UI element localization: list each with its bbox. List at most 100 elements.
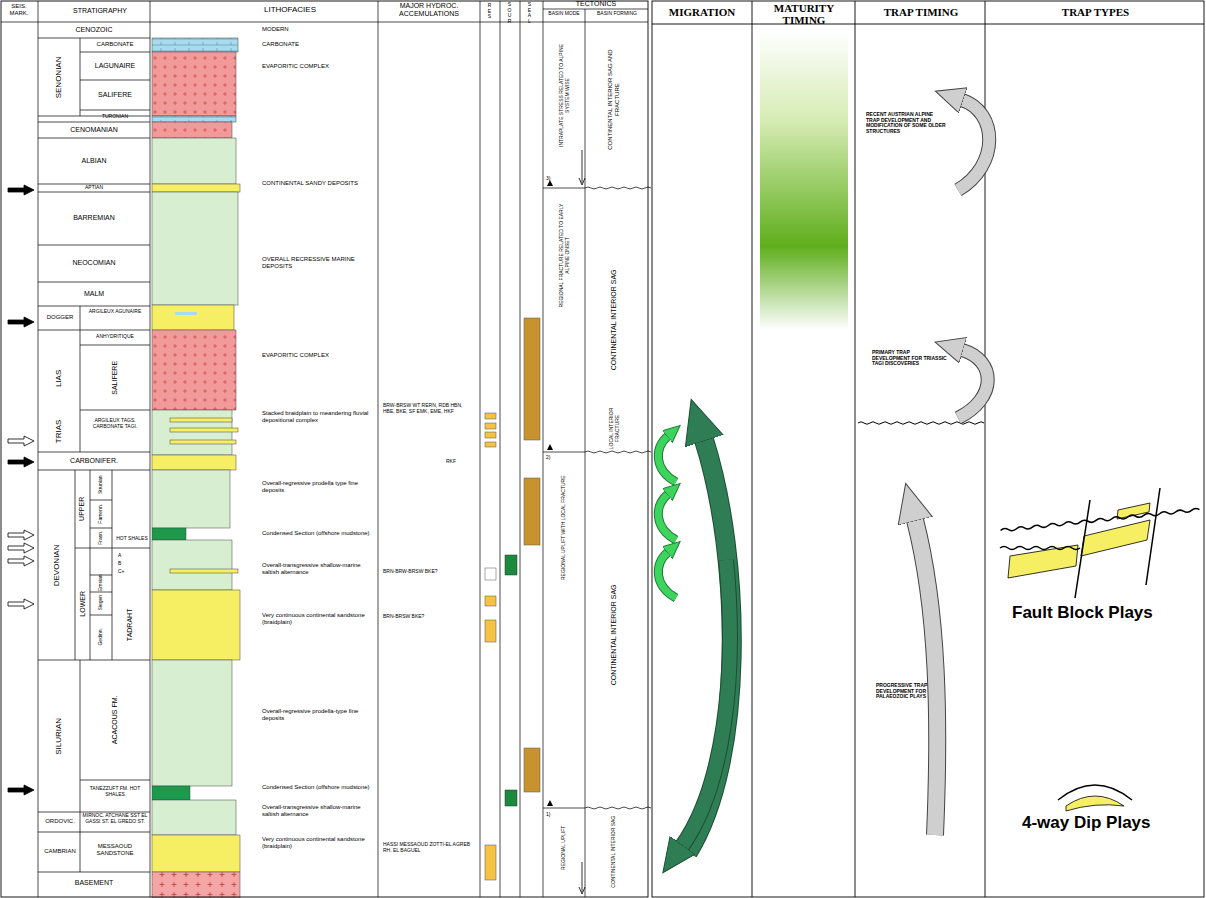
unconformity-line — [585, 187, 651, 189]
reservoir-bar — [485, 442, 496, 447]
table-label: MATURITY TIMING — [754, 2, 854, 26]
grid-line — [38, 330, 150, 331]
table-label: ARGILEUX TAGS. CARBONATE TAGI. — [82, 418, 148, 429]
reservoir-bar — [485, 413, 496, 419]
reservoir-bed — [1066, 796, 1124, 811]
grid-line — [90, 592, 112, 593]
grid-line — [80, 306, 81, 330]
lithology-bed — [152, 528, 186, 540]
table-label: DOGGER — [40, 314, 80, 321]
table-label: CONTINENTAL SANDY DEPOSITS — [262, 180, 362, 187]
table-label: PROGRESSIVE TRAP DEVELOPMENT FOR PALAEOZ… — [876, 683, 934, 700]
rotated-label: UPPER — [78, 474, 86, 544]
grid-line — [38, 660, 150, 661]
seismic-marker — [8, 457, 34, 467]
rotated-label: LOCAL INTERIOR FRACTURE — [609, 406, 620, 450]
lithology-bed — [152, 330, 236, 410]
source-bar — [505, 555, 517, 575]
table-label: CENOMANIAN — [40, 126, 148, 134]
seismic-marker — [8, 530, 34, 540]
reservoir-bar — [485, 432, 496, 438]
column-line — [855, 1, 856, 897]
rotated-label: Emsian — [98, 568, 104, 598]
lithology-bed — [152, 660, 232, 786]
table-label: RES — [487, 3, 492, 20]
grid-line — [80, 52, 150, 53]
migration-arrow-edge — [658, 552, 676, 598]
seismic-marker — [8, 785, 34, 795]
table-label: Overall-transgressive shallow-marine sal… — [262, 562, 372, 575]
table-label: MIRNOC. ATCHANE SST EL GASSI ST. EL GRED… — [82, 813, 148, 824]
table-label: MESSAOUD SANDSTONE — [82, 843, 148, 856]
grid-line — [378, 1, 379, 897]
column-line — [752, 1, 753, 897]
table-label: CAMBRIAN — [40, 848, 80, 855]
grid-line — [38, 245, 150, 246]
table-label: 4-way Dip Plays — [1022, 814, 1202, 833]
sand-lens — [170, 440, 236, 444]
table-label: EVAPORITIC COMPLEX — [262, 352, 352, 359]
table-label: SALIFERE — [82, 91, 148, 99]
table-label: Condensed Section (offshore mudstone) — [262, 530, 372, 537]
grid-line — [80, 38, 81, 116]
table-label: CARBONATE — [82, 41, 148, 48]
table-label: CARBONATE — [262, 41, 362, 48]
table-label: TRAP TIMING — [857, 6, 985, 18]
fault-line — [1075, 500, 1090, 598]
lithology-bed — [152, 786, 190, 800]
table-label: Very continuous continental sandstone (b… — [262, 836, 372, 849]
table-label: 2) — [546, 455, 558, 461]
table-label: B — [118, 561, 128, 567]
rotated-label: CONTINENTAL INTERIOR SAG — [611, 815, 617, 889]
rotated-label: SILURIAN — [55, 666, 64, 806]
reservoir-bed — [1117, 503, 1150, 519]
table-label: EVAPORITIC COMPLEX — [262, 63, 352, 70]
trap-timing-arrow-edge — [958, 100, 989, 190]
rotated-label: TRIAS — [55, 411, 64, 451]
rotated-label: LOWER — [78, 552, 86, 657]
event-triangle — [547, 444, 553, 450]
table-label: Condensed Section (offshore mudstone) — [262, 784, 372, 791]
grid-line — [543, 808, 585, 809]
table-label: HOT SHALES — [114, 536, 150, 542]
lithology-bed — [152, 52, 236, 116]
table-label: TURONIAN — [82, 114, 148, 120]
grid-line — [38, 192, 150, 193]
grid-line — [75, 548, 150, 549]
table-label: BASIN MODE — [544, 11, 584, 17]
lithology-bed — [152, 116, 236, 122]
grid-line — [38, 306, 150, 307]
grid-line — [80, 80, 150, 81]
fault-line — [1146, 488, 1160, 585]
grid-line — [80, 812, 81, 872]
seismic-marker — [8, 599, 34, 609]
table-label: LAGUNAIRE — [82, 62, 148, 70]
grid-line — [38, 138, 150, 139]
table-label: HASSI MESSAOUD ZOTTI-EL AGREB RH. EL BAG… — [383, 842, 475, 853]
table-label: ORDOVIC. — [40, 818, 80, 825]
unconformity-line — [585, 451, 651, 453]
lithology-bed — [152, 305, 234, 330]
grid-line — [480, 1, 481, 897]
table-label: RKF — [446, 459, 476, 465]
lithology-bed — [152, 38, 238, 52]
trap-timing-arrow — [958, 350, 988, 418]
grid-line — [150, 1, 151, 897]
lithology-bed — [152, 800, 236, 835]
table-label: ANHYDRITIQUE — [82, 334, 148, 340]
migration-arrow-edge — [658, 494, 676, 540]
grid-line — [80, 330, 81, 452]
grid-line — [500, 1, 501, 897]
grid-line — [38, 282, 150, 283]
unconformity-line — [1000, 547, 1080, 550]
lithology-bed — [152, 192, 238, 305]
lithology-bed — [152, 184, 240, 192]
rotated-label: SENONIAN — [55, 40, 64, 114]
sand-lens — [170, 569, 238, 573]
migration-arrow-edge — [658, 436, 676, 482]
grid-line — [90, 500, 112, 501]
rotated-label: INTRAPLATE STRESS RELATED TO ALPINE SYST… — [559, 35, 570, 155]
migration-arrow — [658, 494, 676, 540]
lithology-bed — [152, 410, 232, 455]
